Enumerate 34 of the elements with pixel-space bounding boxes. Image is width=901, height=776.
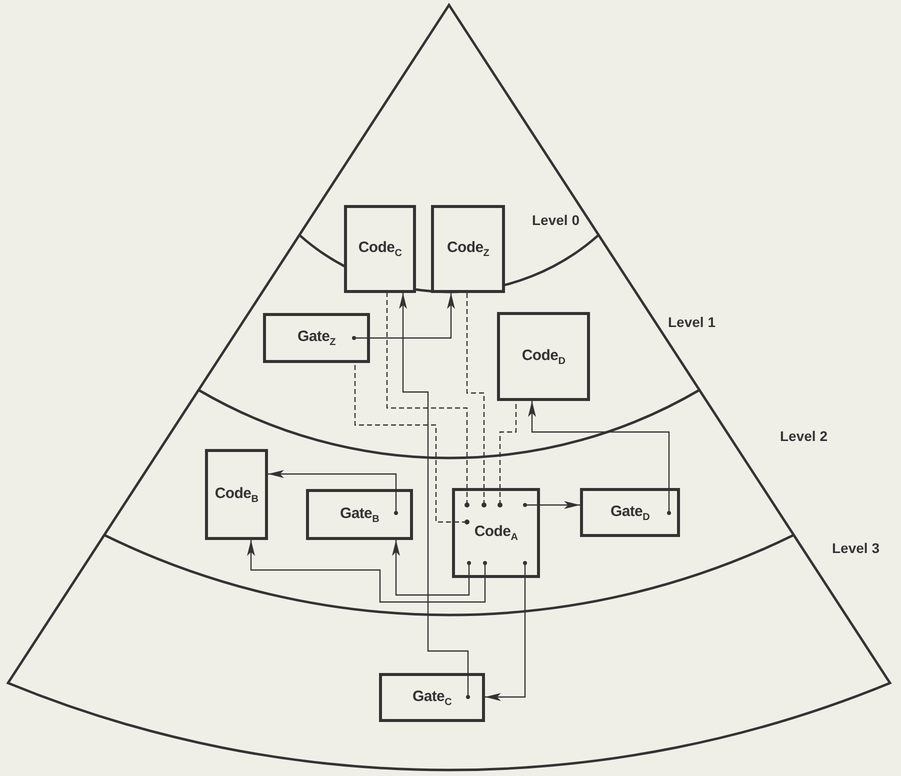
- gate-box: [263, 313, 370, 363]
- level-label: Level 3: [832, 540, 880, 556]
- code-box: [344, 205, 416, 293]
- arrow: [528, 401, 670, 513]
- box-label: Gate$_{B}$: [340, 504, 380, 524]
- arrow: [399, 293, 469, 697]
- code-box: [431, 205, 505, 293]
- box-label: Gate$_{D}$: [610, 502, 650, 522]
- gate-box: [379, 673, 485, 722]
- dashed-connector: [466, 293, 486, 508]
- arrow: [247, 540, 486, 603]
- gate-box: [306, 489, 413, 540]
- gate-box: [580, 488, 680, 537]
- box-label: Code$_{Z}$: [446, 239, 490, 259]
- arrow: [392, 540, 470, 596]
- box-label: Code$_{A}$: [474, 523, 518, 543]
- box-label: Code$_{D}$: [522, 346, 566, 366]
- dashed-connector: [354, 363, 470, 524]
- box-label: Code$_{C}$: [358, 239, 402, 259]
- arrow: [525, 501, 580, 509]
- dashed-connector: [386, 293, 470, 508]
- code-box: [205, 449, 268, 540]
- arrow: [268, 470, 397, 513]
- box-label: Code$_{B}$: [214, 484, 258, 504]
- level-label: Level 2: [780, 428, 828, 444]
- code-box: [497, 312, 590, 401]
- box-label: Gate$_{C}$: [412, 688, 452, 708]
- arrow: [485, 563, 526, 701]
- box-label: Gate$_{Z}$: [298, 328, 336, 348]
- arrow: [354, 293, 455, 339]
- dashed-connector: [498, 401, 517, 508]
- code-box: [452, 488, 540, 578]
- level-label: Level 1: [668, 314, 716, 330]
- level-label: Level 0: [532, 212, 580, 228]
